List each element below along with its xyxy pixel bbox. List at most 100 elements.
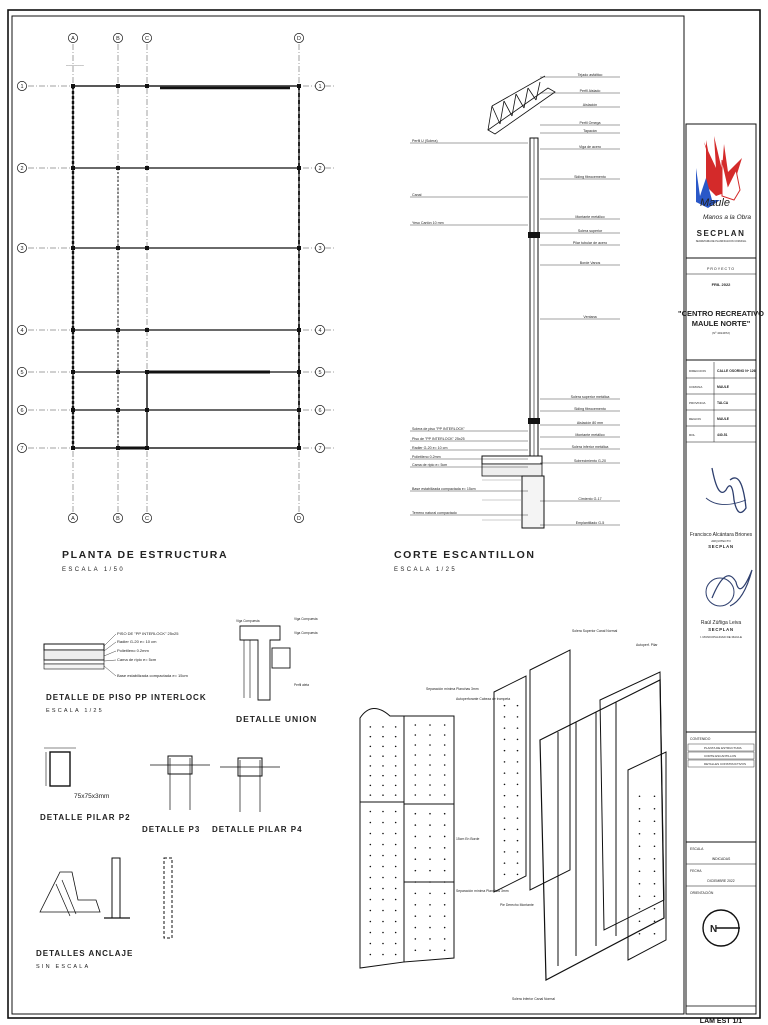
- screw-dot: [394, 931, 397, 934]
- logo-slogan: Manos a la Obra: [703, 214, 751, 221]
- screw-dot: [382, 942, 384, 945]
- iso-label: Autoperf. Pilar: [636, 643, 658, 647]
- screw-dot: [516, 761, 519, 763]
- screw-dot: [429, 915, 431, 917]
- piso-leader: [103, 650, 117, 657]
- screw-dot: [443, 903, 446, 906]
- screw-dot: [638, 795, 641, 798]
- screw-dot: [516, 772, 519, 774]
- escala-label: ESCALA: [690, 847, 704, 851]
- iso-label: 15cm En Borde: [456, 837, 479, 841]
- section-scale: ESCALA 1/25: [394, 567, 457, 573]
- screw-dot: [653, 882, 656, 885]
- axis-bubble: [17, 367, 27, 377]
- signature-2: Raúl Zúñiga Leiva SECPLAN I. MUNICIPALID…: [700, 569, 753, 639]
- screw-dot: [414, 869, 417, 872]
- title-block: Maule Manos a la Obra SECPLAN SECRETARIA…: [678, 136, 764, 1015]
- axis-label: 6: [20, 408, 23, 414]
- contenido-item: PLANTA DE ESTRUCTURA: [704, 746, 742, 750]
- contenido-item: CORTE ESCANTILLON: [704, 754, 736, 758]
- piso-label: PISO DE "PP INTERLOCK" 25x25: [117, 631, 179, 636]
- screw-dot: [394, 755, 397, 757]
- section-label-right: Ventana: [583, 315, 596, 319]
- axis-bubble: [315, 325, 325, 335]
- axis-label: 2: [20, 166, 23, 172]
- screw-dot: [429, 869, 431, 872]
- union-label-3: Viga Compuesta: [294, 631, 318, 635]
- screw-dot: [443, 949, 446, 952]
- screw-dot: [503, 749, 506, 752]
- piso-label: Base estabilizada compactada e= 15cm: [117, 673, 188, 678]
- plan-scale: ESCALA 1/50: [62, 567, 125, 573]
- ground-hatch: [482, 479, 522, 521]
- screw-dot: [516, 704, 519, 707]
- field-value: MAULE: [717, 385, 730, 389]
- section-label-left: Cama de ripio e= 5cm: [412, 463, 447, 467]
- screw-dot: [369, 898, 372, 901]
- union-title: DETALLE UNION: [236, 714, 317, 724]
- screw-dot: [638, 820, 641, 823]
- screw-dot: [429, 858, 431, 861]
- org-sub: SECRETARIA DE PLANIFICACION COMUNAL: [696, 240, 747, 243]
- section-label-right: Perfil Omega: [580, 121, 601, 125]
- section-label-right: Sobrecimiento G-20: [574, 459, 606, 463]
- screw-dot: [429, 794, 431, 796]
- axis-label: B: [116, 516, 120, 522]
- screw-dot: [382, 765, 384, 767]
- plan-column: [145, 166, 149, 170]
- screw-dot: [414, 824, 417, 826]
- screw-dot: [394, 821, 397, 824]
- section-label-left: Perfil U (Solera): [412, 139, 438, 143]
- fril: FRIL 2022: [712, 282, 732, 287]
- screw-dot: [516, 716, 519, 718]
- screw-dot: [369, 774, 372, 777]
- piso-scale: ESCALA 1/25: [46, 708, 104, 714]
- panel-back-left: [493, 675, 527, 893]
- screw-dot: [382, 745, 384, 748]
- screw-dot: [382, 784, 384, 787]
- screw-dot: [443, 926, 446, 929]
- panel-back-mid: [529, 649, 571, 891]
- axis-label: 4: [318, 328, 321, 334]
- detail-p4: DETALLE PILAR P4: [212, 757, 302, 834]
- piso-leader: [103, 659, 117, 662]
- detail-anclaje: DETALLES ANCLAJE SIN ESCALA: [36, 857, 173, 970]
- screw-dot: [382, 953, 384, 956]
- screw-dot: [516, 839, 519, 842]
- screw-dot: [394, 726, 397, 728]
- panel-left-bottom: [359, 801, 405, 969]
- union-label-1: Viga Compuesta: [236, 619, 260, 623]
- anclaje-scale: SIN ESCALA: [36, 964, 90, 970]
- axis-label: B: [116, 36, 120, 42]
- p2-section: [49, 751, 71, 787]
- field-value: CALLE OSORNO Nº 126: [717, 369, 756, 373]
- axis-label: D: [297, 516, 301, 522]
- panel-center-top: [403, 715, 455, 805]
- screw-dot: [369, 920, 372, 923]
- screw-dot: [653, 807, 656, 810]
- section-label-left: Yeso Cartón 10 mm: [412, 221, 444, 225]
- screw-dot: [503, 704, 506, 707]
- screw-dot: [443, 858, 446, 861]
- screw-dot: [638, 832, 641, 835]
- screw-dot: [503, 839, 506, 842]
- section-label-left: Terreno natural compactado: [412, 511, 457, 515]
- frame-studs: [539, 679, 665, 981]
- section-label-right: Emplantillado G-5: [576, 521, 605, 525]
- screw-dot: [429, 744, 431, 746]
- floor-layer-2: [43, 649, 105, 661]
- iso-screw-dots: [369, 704, 656, 956]
- screw-dot: [394, 865, 397, 868]
- drawing-frame: [11, 15, 685, 1015]
- contenido-row: [687, 759, 755, 768]
- screw-dot: [369, 931, 372, 934]
- axis-bubble: [17, 325, 27, 335]
- section-label-left: Polietileno 0.2mm: [412, 455, 441, 459]
- screw-dot: [503, 873, 506, 876]
- screw-dot: [516, 862, 519, 864]
- plan-perimeter: [72, 85, 300, 449]
- axis-bubble: [315, 243, 325, 253]
